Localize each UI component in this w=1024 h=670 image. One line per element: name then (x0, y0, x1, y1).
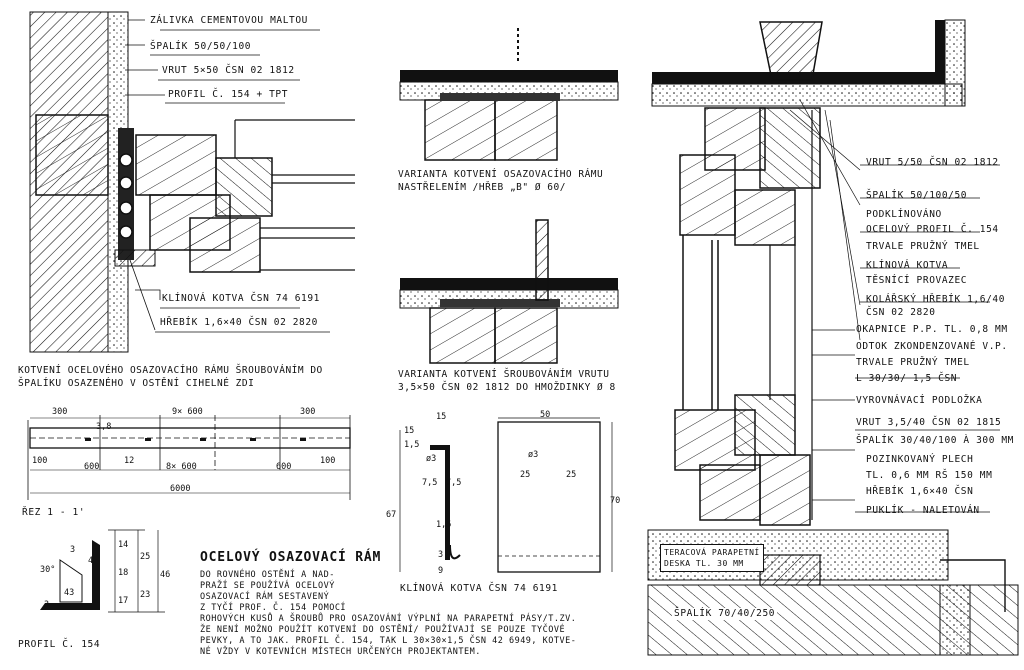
section-label: ŘEZ 1 - 1' (22, 507, 86, 518)
label-nail: HŘEBÍK 1,6×40 ČSN 02 2820 (160, 317, 318, 328)
right-label: TL. 0,6 mm RŠ 150 mm (866, 470, 993, 481)
bottom-right-label: ŠPALÍK 70/40/250 (672, 608, 778, 620)
anchor-dim: 7,5 (422, 478, 438, 488)
anchor-dim: 7,5 (446, 478, 462, 488)
profile-dim: 18 (118, 568, 129, 578)
right-label: PODKLÍNOVÁNO (866, 209, 942, 220)
profile-label: PROFIL Č. 154 (18, 639, 101, 650)
right-label: VRUT 3,5/40 ČSN 02 1815 (856, 417, 1002, 428)
dim-mid-3: 600 (276, 462, 292, 472)
anchor-dim: ø3 (426, 454, 437, 464)
middle-variant-screwing (399, 219, 619, 364)
dim-mid-0: 100 (32, 456, 48, 466)
profile-154-section (40, 529, 165, 613)
right-label: ČSN 02 2820 (866, 307, 936, 318)
steel-frame-title: OCELOVÝ OSAZOVACÍ RÁM (200, 550, 382, 565)
terrace-label: TERACOVÁ PARAPETNÍ DESKA TL. 30 mm (660, 544, 764, 572)
caption-top-left: KOTVENÍ OCELOVÉHO OSAZOVACÍHO RÁMU ŠROUB… (18, 365, 323, 389)
dim-small-2: 12 (124, 456, 135, 466)
anchor-dim: 15 (404, 426, 415, 436)
anchor-dim: 70 (610, 496, 621, 506)
anchor-detail (399, 417, 613, 573)
right-label: ŠPALÍK 30/40/100 à 300 mm (856, 435, 1014, 446)
profile-dim: 46 (160, 570, 171, 580)
profile-dim: 23 (140, 590, 151, 600)
middle-variant-nailing (399, 28, 619, 161)
profile-dim: 14 (118, 540, 129, 550)
right-label: ŠPALÍK 50/100/50 (866, 190, 968, 201)
anchor-dim: 1,5 (436, 520, 452, 530)
label-profile: PROFIL Č. 154 + TPT (168, 89, 289, 100)
right-label: VRUT 5/50 ČSN 02 1812 (866, 157, 999, 168)
right-label: TRVALE PRUŽNÝ TMEL (856, 357, 970, 368)
right-label: OKAPNICE P.P. TL. 0,8 mm (856, 324, 1008, 335)
dim-mid-4: 100 (320, 456, 336, 466)
dim-total: 6000 (170, 484, 191, 494)
anchor-dim: 15 (436, 412, 447, 422)
profile-dim: 25 (140, 552, 151, 562)
right-label: POZINKOVANÝ PLECH (866, 454, 974, 465)
top-left-detail (29, 11, 355, 353)
dim-top-mid: 9× 600 (172, 407, 203, 417)
right-label: HŘEBÍK 1,6×40 ČSN (866, 486, 974, 497)
profile-dim: 17 (118, 596, 129, 606)
profile-dim: 3 (70, 545, 76, 555)
label-wedge-anchor: KLÍNOVÁ KOTVA ČSN 74 6191 (162, 293, 320, 304)
anchor-label: KLÍNOVÁ KOTVA ČSN 74 6191 (400, 583, 558, 594)
dim-mid-2: 8× 600 (166, 462, 197, 472)
anchor-dim: 25 (566, 470, 577, 480)
right-section (647, 19, 1019, 656)
profile-dim: 30° (40, 565, 56, 575)
anchor-dim: 9 (438, 566, 444, 576)
right-label: TRVALE PRUŽNÝ TMEL (866, 241, 980, 252)
profile-dim: 3 (44, 600, 50, 610)
dim-mid-1: 600 (84, 462, 100, 472)
label-block: ŠPALÍK 50/50/100 (150, 41, 252, 52)
right-label: PUKLÍK - NALETOVÁN (866, 505, 980, 516)
dim-top-left: 300 (52, 407, 68, 417)
right-label: VYROVNÁVACÍ PODLOŽKA (856, 395, 983, 406)
caption-variant-nailing: VARIANTA KOTVENÍ OSAZOVACÍHO RÁMU NASTŘE… (398, 169, 604, 193)
dim-top-right: 300 (300, 407, 316, 417)
right-label: ODTOK ZKONDENZOVANÉ V.P. (856, 341, 1008, 352)
anchor-dim: 67 (386, 510, 397, 520)
caption-variant-screwing: VARIANTA KOTVENÍ ŠROUBOVÁNÍM VRUTU 3,5×5… (398, 369, 616, 393)
frame-elevation (27, 415, 351, 500)
anchor-dim: 3 (438, 550, 444, 560)
steel-frame-text: DO ROVNÉHO OSTĚNÍ A NAD- PRAŽÍ SE POUŽÍV… (200, 570, 577, 657)
profile-dim: 43 (64, 588, 75, 598)
right-label: L 30/30/ 1,5 ČSN (856, 373, 958, 384)
profile-dim: 4 (88, 556, 94, 566)
right-label: TĚSNÍCÍ PROVAZEC (866, 275, 968, 286)
anchor-dim: ø3 (528, 450, 539, 460)
anchor-dim: 1,5 (404, 440, 420, 450)
label-grout: ZÁLIVKA CEMENTOVOU MALTOU (150, 15, 308, 26)
right-label: OCELOVÝ PROFIL Č. 154 (866, 224, 999, 235)
anchor-dim: 25 (520, 470, 531, 480)
dim-small: 3,8 (96, 422, 112, 432)
right-label: KOLÁŘSKÝ HŘEBÍK 1,6/40 (866, 294, 1006, 305)
anchor-dim: 50 (540, 410, 551, 420)
label-screw: VRUT 5×50 ČSN 02 1812 (162, 65, 295, 76)
right-label: KLÍNOVÁ KOTVA (866, 260, 949, 271)
